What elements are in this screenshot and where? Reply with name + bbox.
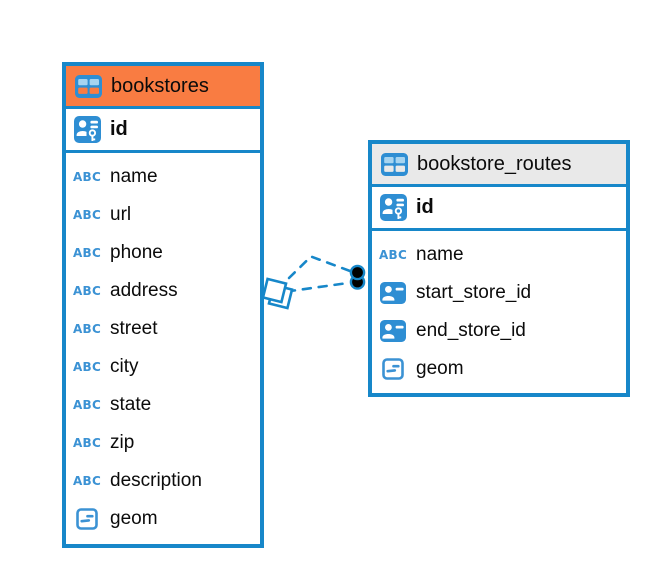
entity-columns: ABC name ABC url ABC phone ABC address A… xyxy=(66,153,260,538)
column-label: state xyxy=(110,394,152,415)
entity-title: bookstore_routes xyxy=(417,152,572,175)
many-end-marker-tilted-squares[interactable] xyxy=(261,277,294,310)
foreign-key-icon xyxy=(379,320,407,342)
column-row[interactable]: ABC description xyxy=(66,462,260,500)
column-row[interactable]: ABC url xyxy=(66,196,260,234)
column-label: end_store_id xyxy=(416,320,526,341)
one-end-marker-black-dots[interactable] xyxy=(349,264,366,290)
column-label: description xyxy=(110,470,202,491)
column-row[interactable]: ABC phone xyxy=(66,234,260,272)
column-label: city xyxy=(110,356,139,377)
column-row-pk[interactable]: id xyxy=(372,187,626,231)
primary-key-icon xyxy=(73,116,101,143)
text-type-icon: ABC xyxy=(72,169,102,185)
geometry-type-icon xyxy=(73,508,101,530)
text-type-icon: ABC xyxy=(378,247,408,263)
column-label: id xyxy=(110,118,128,140)
table-icon xyxy=(380,152,408,176)
relationship-line-upper[interactable] xyxy=(287,254,352,280)
entity-title: bookstores xyxy=(111,74,209,97)
column-label: geom xyxy=(110,508,158,529)
column-label: street xyxy=(110,318,158,339)
column-label: geom xyxy=(416,358,464,379)
entity-columns: ABC name start_store_id xyxy=(372,231,626,388)
text-type-icon: ABC xyxy=(72,321,102,337)
column-row[interactable]: ABC city xyxy=(66,348,260,386)
entity-header-bookstores[interactable]: bookstores xyxy=(66,66,260,109)
column-label: url xyxy=(110,204,132,225)
column-label: id xyxy=(416,196,434,218)
column-label: address xyxy=(110,280,178,301)
column-row-pk[interactable]: id xyxy=(66,109,260,153)
column-row[interactable]: start_store_id xyxy=(372,274,626,312)
entity-bookstores[interactable]: bookstores id ABC xyxy=(62,62,264,548)
text-type-icon: ABC xyxy=(72,397,102,413)
text-type-icon: ABC xyxy=(72,207,102,223)
column-row[interactable]: geom xyxy=(66,500,260,538)
column-label: name xyxy=(416,244,464,265)
geometry-type-icon xyxy=(379,358,407,380)
column-row[interactable]: ABC address xyxy=(66,272,260,310)
column-row[interactable]: ABC name xyxy=(372,236,626,274)
table-icon xyxy=(74,74,102,98)
text-type-icon: ABC xyxy=(72,435,102,451)
foreign-key-icon xyxy=(379,282,407,304)
column-label: start_store_id xyxy=(416,282,532,303)
column-row[interactable]: ABC street xyxy=(66,310,260,348)
column-row[interactable]: ABC zip xyxy=(66,424,260,462)
text-type-icon: ABC xyxy=(72,245,102,261)
column-label: zip xyxy=(110,432,135,453)
primary-key-icon xyxy=(379,194,407,221)
column-row[interactable]: ABC state xyxy=(66,386,260,424)
entity-bookstore-routes[interactable]: bookstore_routes id ABC xyxy=(368,140,630,397)
column-row[interactable]: geom xyxy=(372,350,626,388)
column-row[interactable]: end_store_id xyxy=(372,312,626,350)
text-type-icon: ABC xyxy=(72,359,102,375)
entity-header-bookstore-routes[interactable]: bookstore_routes xyxy=(372,144,626,187)
column-label: phone xyxy=(110,242,163,263)
relationship-line-lower[interactable] xyxy=(285,281,350,293)
text-type-icon: ABC xyxy=(72,473,102,489)
text-type-icon: ABC xyxy=(72,283,102,299)
column-label: name xyxy=(110,166,158,187)
column-row[interactable]: ABC name xyxy=(66,158,260,196)
